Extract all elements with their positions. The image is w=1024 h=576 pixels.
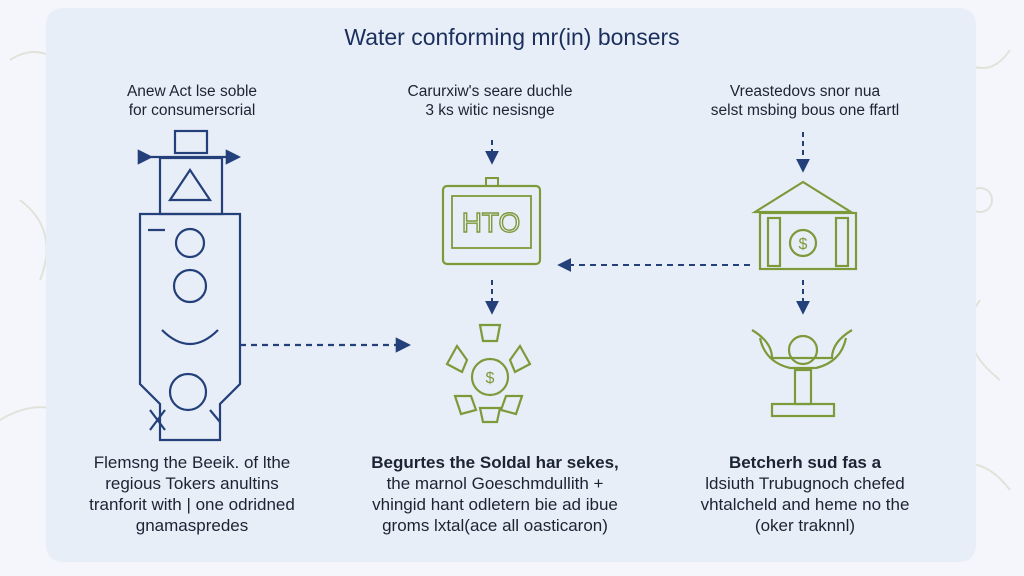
dollar-coin-wheel-icon: $: [445, 323, 532, 424]
col1-top-line2: for consumerscrial: [128, 102, 256, 119]
col3-bottom-line2: ldsiuth Trubugnoch chefed: [705, 474, 905, 493]
svg-text:$: $: [799, 236, 808, 253]
col1-bottom-line1: Flemsng the Beeik. of lthe: [93, 453, 291, 472]
svg-text:$: $: [486, 370, 495, 387]
token-totem-icon: [137, 129, 412, 442]
monitor-label: HTO: [462, 207, 521, 238]
col2-top-line1: Carurxiw's seare duchle: [407, 83, 573, 100]
col3-top-line2: selst msbing bous one ffartl: [710, 102, 900, 119]
diagram-title: Water conforming mr(in) bonsers: [344, 24, 680, 50]
col3-top-label: Vreastedovs snor nua selst msbing bous o…: [680, 82, 930, 120]
col3-bottom-line4: (oker traknnl): [754, 516, 856, 535]
col2-bottom-line4: groms lxtal(ace all oasticaron): [382, 516, 608, 535]
col3-bottom-line1: Betcherh sud fas a: [728, 453, 882, 472]
col2-bottom-line3: vhingid hant odletern bie ad ibue: [372, 495, 618, 514]
hto-monitor-icon: HTO: [441, 140, 542, 315]
col1-top-label: Anew Act lse soble for consumerscrial: [92, 82, 292, 120]
col1-bottom-line2: regious Tokers anultins: [105, 474, 279, 493]
col2-bottom-line2: the marnol Goeschmdullith +: [386, 474, 604, 493]
col1-top-line1: Anew Act lse soble: [126, 83, 258, 100]
col1-bottom-line3: tranforit with | one odridned: [89, 495, 295, 514]
pedestal-scale-icon: [751, 329, 853, 418]
col2-bottom-line1: Begurtes the Soldal har sekes,: [371, 453, 619, 472]
col2-top-line2: 3 ks witic nesisnge: [425, 102, 555, 119]
col3-top-line1: Vreastedovs snor nua: [729, 83, 881, 100]
col3-bottom-label: Betcherh sud fas a ldsiuth Trubugnoch ch…: [665, 452, 945, 536]
diagram-panel: [46, 8, 976, 562]
col3-bottom-line3: vhtalcheld and heme no the: [700, 495, 910, 514]
bank-dollar-icon: $: [557, 132, 858, 315]
col2-top-label: Carurxiw's seare duchle 3 ks witic nesis…: [385, 82, 595, 120]
col1-bottom-label: Flemsng the Beeik. of lthe regious Toker…: [62, 452, 322, 536]
col1-bottom-line4: gnamaspredes: [135, 516, 249, 535]
col2-bottom-label: Begurtes the Soldal har sekes, the marno…: [345, 452, 645, 536]
